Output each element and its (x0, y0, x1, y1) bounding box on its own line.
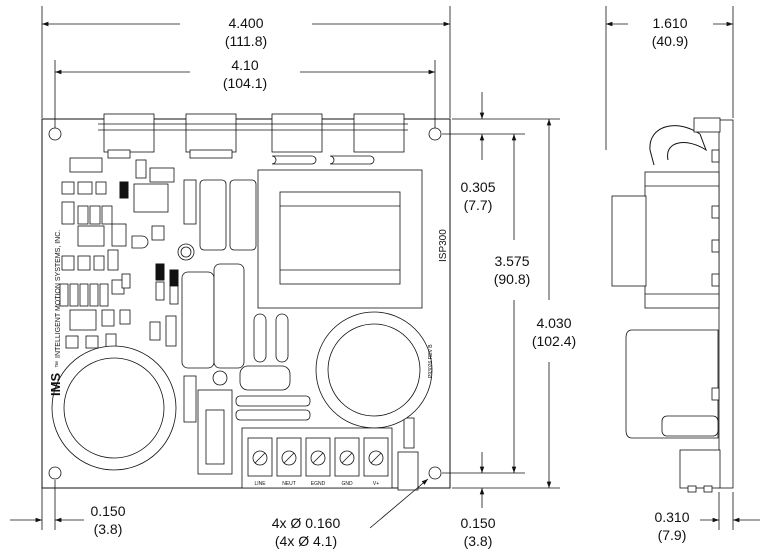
side-offset-mm: (7.9) (658, 527, 687, 543)
side-width-in: 1.610 (652, 15, 687, 31)
side-offset-in: 0.310 (654, 509, 689, 525)
terminal-label-vplus: V+ (373, 481, 379, 487)
terminal-label-neut: NEUT (282, 481, 296, 487)
mounting-hole-top-left (48, 127, 62, 141)
board-model-label: ISP300 (438, 229, 449, 262)
components-left (59, 149, 197, 349)
ims-logo: IMS (48, 373, 63, 396)
top-hole-offset-mm: (7.7) (464, 197, 493, 213)
hole-spacing-height-mm: (90.8) (494, 271, 531, 287)
side-clip (649, 125, 708, 166)
terminal-label-line: LINE (254, 481, 266, 487)
side-view (611, 117, 734, 493)
terminal-label-gnd: GND (341, 481, 353, 487)
front-view: LINE NEUT EGND GND V+ ISP300 P93026 REV … (41, 113, 451, 491)
overall-width-in: 4.400 (228, 15, 263, 31)
trademark-symbol: ™ (55, 361, 62, 368)
terminal-label-egnd: EGND (311, 481, 326, 487)
terminal-screw-4 (334, 437, 360, 477)
dimension-labels: 4.400 (111.8) 4.10 (104.1) 1.610 (40.9) … (90, 15, 689, 549)
top-hole-offset-in: 0.305 (460, 179, 495, 195)
manufacturer-name: INTELLIGENT MOTION SYSTEMS, INC. (55, 230, 62, 358)
side-capacitor (625, 329, 719, 439)
board-part-number: P93026 REV B (428, 344, 434, 378)
side-board-edge (718, 119, 734, 489)
mounting-hole-bottom-left (48, 466, 62, 480)
hole-diameter-mm: (4x Ø 4.1) (275, 533, 337, 549)
mounting-hole-bottom-right (428, 466, 442, 480)
hole-diameter-in: 4x Ø 0.160 (272, 515, 341, 531)
side-terminal (679, 449, 721, 489)
overall-height-mm: (102.4) (532, 333, 576, 349)
mounting-hole-top-right (428, 127, 442, 141)
left-hole-offset-mm: (3.8) (94, 521, 123, 537)
dimension-lines (10, 6, 760, 530)
manufacturer-mark: IMS ™ INTELLIGENT MOTION SYSTEMS, INC. (48, 230, 63, 396)
bottom-hole-offset-mm: (3.8) (464, 533, 493, 549)
terminal-screw-3 (305, 437, 331, 477)
left-hole-offset-in: 0.150 (90, 503, 125, 519)
hole-spacing-width-mm: (104.1) (223, 75, 267, 91)
side-width-mm: (40.9) (652, 33, 689, 49)
terminal-screw-1 (247, 437, 273, 477)
top-connectors (98, 113, 408, 165)
hole-spacing-width-in: 4.10 (231, 57, 258, 73)
toroid-inductors (51, 311, 433, 471)
passive-components (181, 179, 415, 475)
terminal-screw-5 (363, 437, 389, 477)
terminal-block: LINE NEUT EGND GND V+ (241, 427, 419, 491)
bottom-hole-offset-in: 0.150 (460, 515, 495, 531)
terminal-screw-2 (276, 437, 302, 477)
overall-width-mm: (111.8) (225, 33, 267, 49)
side-transformer (644, 171, 720, 309)
hole-spacing-height-in: 3.575 (494, 253, 529, 269)
transformer-area (257, 169, 423, 309)
overall-height-in: 4.030 (536, 315, 571, 331)
